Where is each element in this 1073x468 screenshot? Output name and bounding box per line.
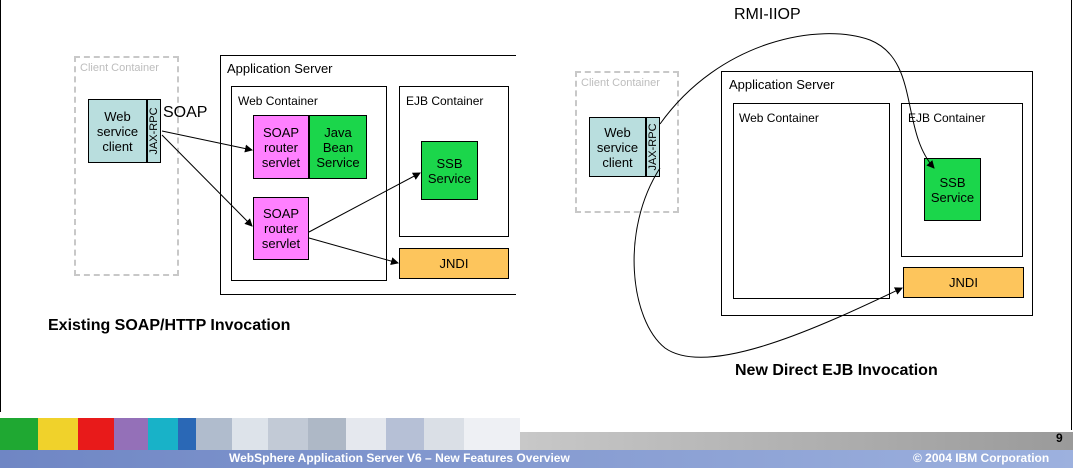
ejb-container-label-right: EJB Container bbox=[908, 111, 986, 125]
page-number: 9 bbox=[1056, 431, 1063, 445]
app-server-label-right: Application Server bbox=[729, 77, 835, 92]
slide-left-border bbox=[0, 0, 1, 412]
app-server-label-left: Application Server bbox=[227, 61, 333, 76]
ssb-service-right: SSB Service bbox=[924, 158, 981, 221]
soap-label: SOAP bbox=[163, 104, 208, 121]
java-bean-service: Java Bean Service bbox=[309, 115, 367, 179]
rmi-iiop-label: RMI-IIOP bbox=[734, 6, 801, 23]
jax-rpc-label-right: JAX-RPC bbox=[647, 123, 659, 171]
soap-router-servlet-1: SOAP router servlet bbox=[253, 115, 309, 179]
client-container-left bbox=[74, 56, 179, 276]
jndi-right: JNDI bbox=[903, 267, 1024, 298]
footer-copyright: © 2004 IBM Corporation bbox=[913, 451, 1050, 465]
heading-direct-ejb-invocation: New Direct EJB Invocation bbox=[735, 362, 938, 379]
footer-title: WebSphere Application Server V6 – New Fe… bbox=[229, 451, 570, 465]
footer-color-tiles bbox=[0, 418, 520, 450]
slide-right-border bbox=[1071, 0, 1072, 430]
footer-bar bbox=[0, 450, 1073, 468]
soap-router-servlet-2: SOAP router servlet bbox=[253, 197, 309, 260]
web-container-label-left: Web Container bbox=[238, 94, 318, 108]
web-service-client-right: Web service client bbox=[589, 117, 646, 177]
client-container-label-left: Client Container bbox=[80, 62, 159, 74]
web-service-client-left: Web service client bbox=[88, 99, 147, 163]
web-container-label-right: Web Container bbox=[739, 111, 819, 125]
jndi-left: JNDI bbox=[399, 248, 509, 279]
jax-rpc-label-left: JAX-RPC bbox=[148, 107, 160, 155]
jax-rpc-right: JAX-RPC bbox=[646, 117, 660, 177]
ssb-service-left: SSB Service bbox=[421, 141, 478, 200]
footer-gray-strip bbox=[520, 432, 1073, 450]
web-container-right bbox=[733, 103, 890, 299]
heading-existing-invocation: Existing SOAP/HTTP Invocation bbox=[48, 317, 291, 334]
jax-rpc-left: JAX-RPC bbox=[147, 99, 161, 163]
ejb-container-label-left: EJB Container bbox=[406, 94, 484, 108]
client-container-label-right: Client Container bbox=[581, 77, 660, 89]
